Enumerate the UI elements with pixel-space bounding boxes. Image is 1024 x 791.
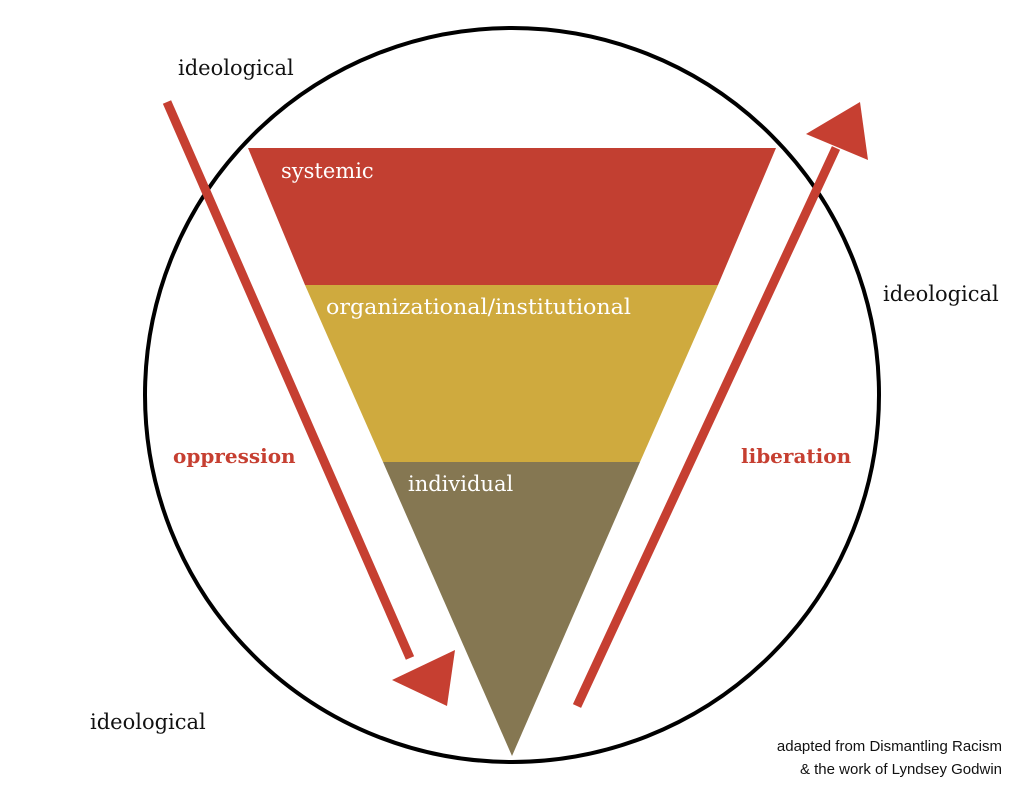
oppression-arrow-shaft (162, 100, 415, 660)
credit-line-1: adapted from Dismantling Racism (776, 738, 1002, 755)
ideological-label-right: ideological (883, 282, 999, 306)
oppression-label: oppression (173, 444, 296, 468)
liberation-label: liberation (741, 444, 852, 468)
liberation-arrow-head (806, 102, 868, 160)
systemic-layer (248, 148, 776, 285)
organizational-layer (305, 285, 718, 462)
ideological-label-bottom-left: ideological (90, 710, 206, 734)
attribution-credit: adapted from Dismantling Racism & the wo… (777, 735, 1002, 781)
individual-label: individual (408, 472, 513, 496)
organizational-label: organizational/institutional (326, 295, 631, 319)
outer-circle (143, 26, 881, 764)
oppression-arrow-head (392, 650, 455, 706)
individual-layer (383, 462, 640, 756)
credit-line-2: & the work of Lyndsey Godwin (799, 761, 1002, 778)
ideological-label-top-left: ideological (178, 56, 294, 80)
liberation-arrow-shaft (572, 146, 841, 708)
systemic-label: systemic (281, 159, 374, 183)
